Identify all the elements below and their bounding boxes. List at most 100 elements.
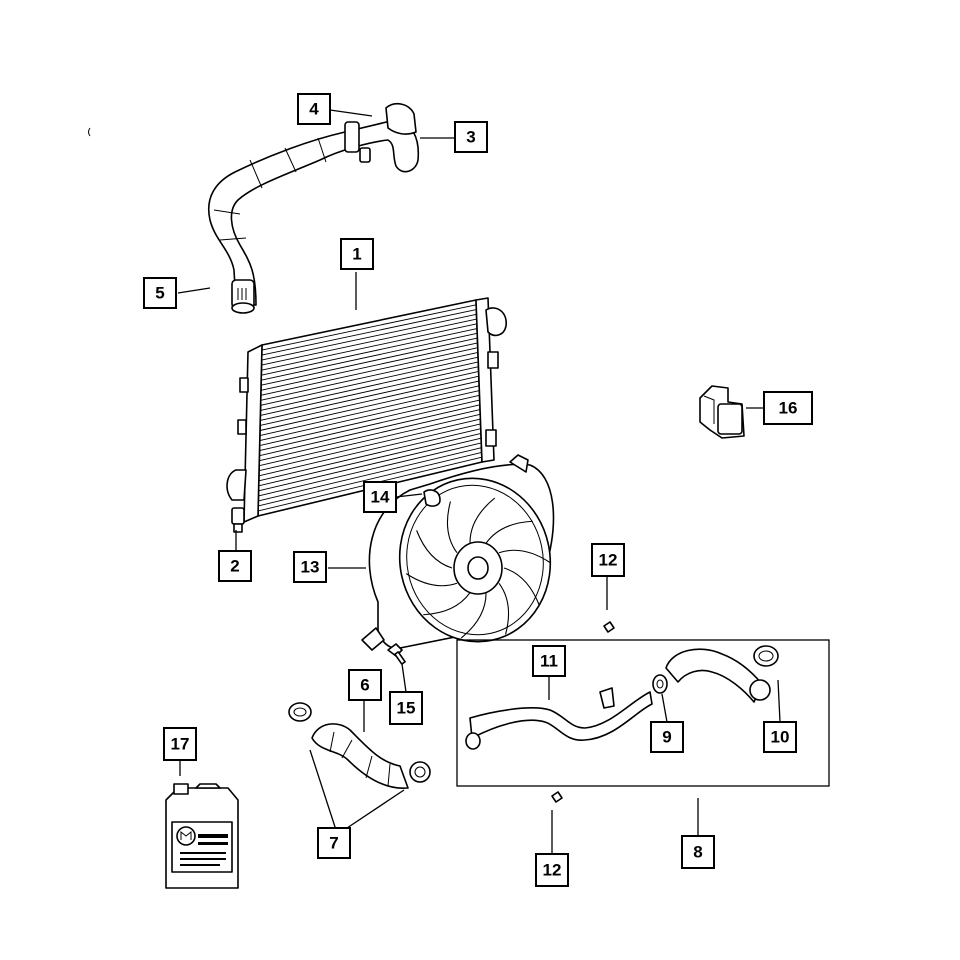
- fan-blade: [503, 567, 540, 606]
- svg-text:11: 11: [540, 652, 558, 671]
- radiator-fin: [261, 313, 477, 361]
- radiator-fin: [259, 409, 481, 462]
- radiator-fin: [260, 371, 479, 421]
- heater-hose-clamp: [652, 674, 668, 694]
- radiator-fin: [259, 399, 480, 452]
- callout-2: 2: [218, 550, 252, 582]
- radiator-fin: [261, 304, 477, 351]
- coolant-tube: [465, 687, 653, 750]
- svg-text:8: 8: [693, 843, 702, 862]
- upper-hose-assembly: [208, 102, 420, 314]
- callout-8: 8: [681, 835, 715, 869]
- svg-text:1: 1: [352, 245, 361, 264]
- hose-clamp: [344, 121, 360, 153]
- fan-blade: [460, 592, 487, 639]
- hose-clamps: [288, 702, 431, 783]
- callout-12-top: 12: [591, 543, 625, 577]
- radiator-fin: [258, 428, 481, 482]
- radiator-fin: [258, 447, 482, 502]
- fan-blade: [498, 582, 510, 635]
- callout-7: 7: [317, 827, 351, 859]
- upper-hose-connector: [385, 102, 417, 135]
- fan-blade: [498, 549, 551, 563]
- svg-text:15: 15: [397, 699, 416, 718]
- shroud-clip: [423, 489, 441, 507]
- svg-text:16: 16: [779, 399, 798, 418]
- radiator-fin: [260, 366, 479, 416]
- radiator-fin: [260, 375, 479, 426]
- svg-text:5: 5: [155, 284, 164, 303]
- upper-radiator-hose: [208, 119, 420, 306]
- callout-17: 17: [163, 727, 197, 761]
- fan-shroud: [361, 454, 555, 651]
- radiator-fin: [259, 380, 480, 431]
- callout-11: 11: [532, 645, 566, 677]
- svg-text:13: 13: [301, 558, 320, 577]
- radiator-fin: [258, 418, 481, 472]
- svg-text:12: 12: [599, 551, 618, 570]
- fan-bolt: [387, 643, 406, 665]
- svg-text:2: 2: [230, 557, 239, 576]
- radiator-fin: [260, 342, 478, 391]
- bolt: [551, 621, 615, 803]
- svg-text:17: 17: [171, 735, 190, 754]
- svg-text:7: 7: [329, 834, 338, 853]
- radiator-fin: [258, 432, 482, 487]
- fan-blade: [423, 592, 471, 616]
- radiator-fin: [260, 356, 479, 406]
- fan-relay: [699, 385, 745, 439]
- fan-blade: [469, 497, 496, 544]
- svg-text:3: 3: [466, 128, 475, 147]
- radiator-fin: [259, 404, 480, 457]
- callout-14: 14: [363, 481, 397, 513]
- radiator-fin: [260, 347, 478, 396]
- hose-assembly-group: [456, 639, 830, 787]
- radiator-fin: [261, 309, 477, 356]
- drain-plug: [231, 507, 245, 533]
- callout-6: 6: [348, 669, 382, 701]
- radiator-fin: [258, 437, 482, 492]
- svg-text:14: 14: [371, 488, 390, 507]
- svg-text:10: 10: [771, 728, 790, 747]
- formed-hose: [665, 648, 763, 703]
- coolant-jug: [165, 783, 239, 889]
- radiator-fin: [259, 394, 480, 447]
- callout-1: 1: [340, 238, 374, 270]
- callout-12-bottom: 12: [535, 853, 569, 887]
- radiator-fin: [258, 442, 482, 497]
- hose-clamp: [749, 645, 779, 701]
- callout-3: 3: [454, 121, 488, 153]
- radiator-fin: [261, 332, 478, 381]
- svg-text:4: 4: [309, 100, 319, 119]
- radiator: [226, 297, 507, 523]
- callout-4: 4: [297, 93, 331, 125]
- fan-blade: [485, 520, 533, 544]
- stray-mark: [88, 127, 91, 137]
- radiator-fin: [261, 318, 477, 366]
- radiator-fin: [260, 351, 479, 401]
- fan-blade: [405, 573, 458, 587]
- radiator-fin: [258, 452, 482, 507]
- radiator-fin: [259, 385, 480, 436]
- lower-hose: [311, 723, 409, 789]
- fan-blade: [446, 501, 458, 554]
- callout-13: 13: [293, 551, 327, 583]
- svg-text:9: 9: [662, 728, 671, 747]
- radiator-fin: [259, 390, 480, 441]
- radiator-fin: [259, 413, 481, 467]
- callout-10: 10: [763, 721, 797, 753]
- leader-lines: [177, 109, 781, 855]
- fan-blade: [416, 530, 453, 569]
- callout-9: 9: [650, 721, 684, 753]
- callout-15: 15: [389, 691, 423, 725]
- radiator-fin: [261, 323, 477, 371]
- svg-text:12: 12: [543, 861, 562, 880]
- radiator-fin: [260, 361, 479, 411]
- radiator-fin: [260, 337, 478, 386]
- svg-text:6: 6: [360, 676, 369, 695]
- radiator-fin: [258, 423, 481, 477]
- callout-5: 5: [143, 277, 177, 309]
- callout-16: 16: [763, 391, 813, 425]
- radiator-fin: [261, 328, 478, 376]
